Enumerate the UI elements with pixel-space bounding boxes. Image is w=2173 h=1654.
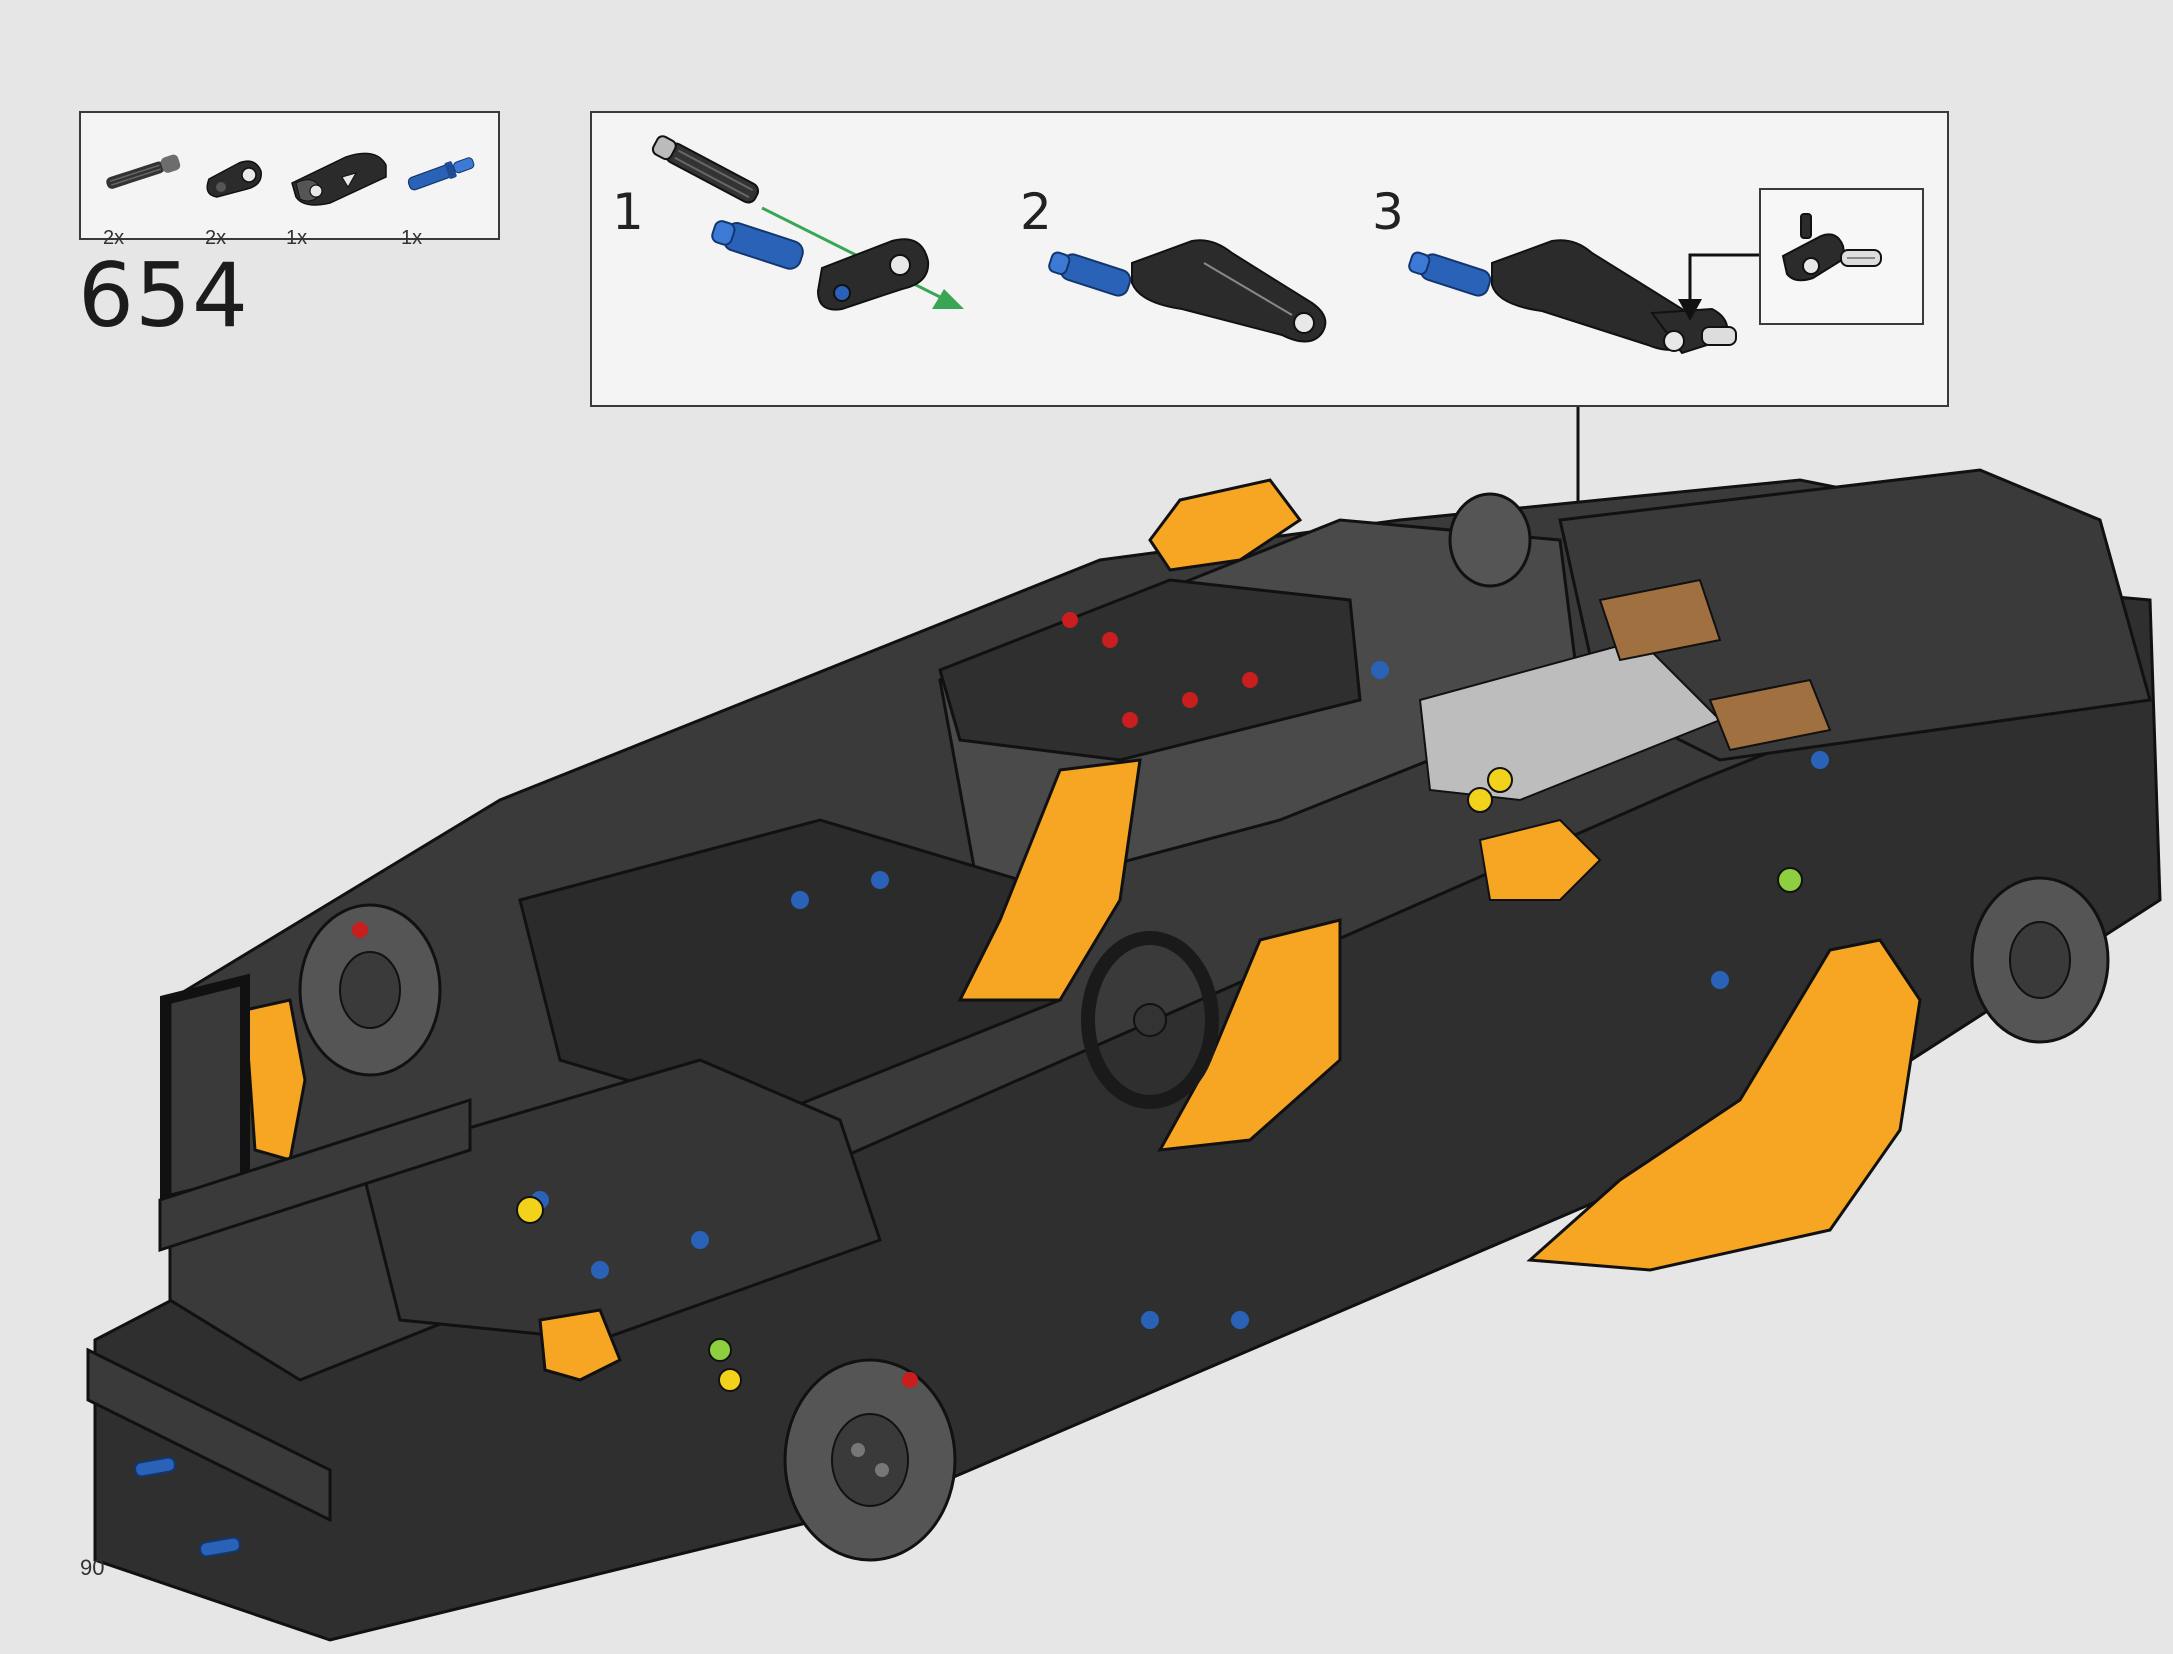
part-qty: 2x: [205, 227, 227, 249]
substep-3-drawing: [1408, 239, 1760, 355]
substep-2-drawing: [1048, 239, 1327, 343]
subassembly-box: 1 2 3: [590, 111, 1949, 407]
front-crossbar: [86, 1347, 332, 1558]
part-qty: 1x: [286, 227, 308, 249]
long-axle-pin-icon: [106, 154, 181, 189]
part-beam-connector: 2x: [199, 143, 289, 249]
callout-box: [1759, 188, 1924, 325]
orange-parts: [243, 478, 1922, 1382]
brake-discs: [298, 492, 2110, 1562]
part-long-axle-pin: 2x: [97, 143, 187, 249]
substep-number: 1: [612, 183, 644, 241]
panel-connector-icon: [291, 152, 387, 206]
part-blue-pin: 1x: [401, 143, 491, 249]
part-qty: 1x: [401, 227, 423, 249]
connector-part-icon: [1781, 213, 1882, 282]
front-frame: [158, 973, 472, 1253]
step-number: 654: [78, 244, 249, 347]
parts-list-box: 2x 2x 1x 1x: [79, 111, 500, 249]
part-panel-connector: 1x: [286, 143, 387, 249]
subassembly-illustration: [651, 135, 1760, 355]
substep-number: 3: [1372, 183, 1404, 241]
connector-pins: [352, 612, 1829, 1392]
blue-pin-icon: [407, 157, 475, 191]
steering-wheel: [1081, 931, 1219, 1109]
substep-1-drawing: [651, 135, 964, 311]
part-qty: 2x: [103, 227, 125, 249]
substep-number: 2: [1020, 183, 1052, 241]
page-number: 90: [80, 1555, 105, 1580]
rounded-beam-connector-icon: [206, 160, 262, 198]
